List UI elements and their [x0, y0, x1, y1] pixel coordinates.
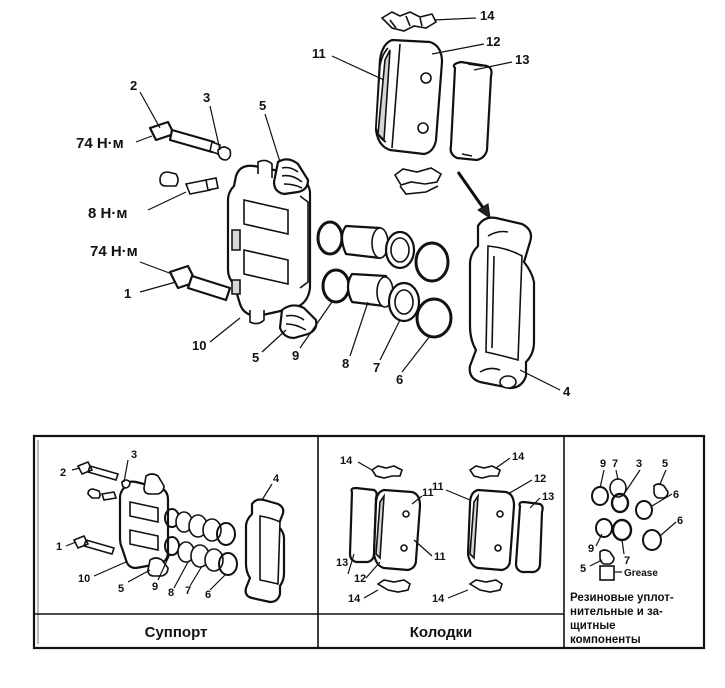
caliper-bracket-4	[468, 216, 536, 390]
boot-5-upper	[272, 158, 310, 196]
boot-5-lower	[278, 304, 318, 340]
legend-seals-callout-9-top: 9	[600, 458, 606, 470]
legend-caliper-callout-3: 3	[131, 449, 137, 461]
callout-4: 4	[563, 384, 571, 399]
callout-1: 1	[124, 286, 131, 301]
callout-5-upper: 5	[259, 98, 266, 113]
legend-caliper-callout-6: 6	[205, 589, 211, 601]
seals-note-line-2: нительные и за-	[570, 606, 663, 618]
bleeder-screw	[159, 171, 219, 195]
legend-caliper-callout-10: 10	[78, 573, 90, 585]
legend-caliper-callout-1: 1	[56, 541, 62, 553]
legend-pads-callout-11-mid: 11	[432, 481, 444, 493]
legend-caliper-callout-7: 7	[185, 585, 191, 597]
callout-11: 11	[312, 46, 326, 61]
caption-caliper: Суппорт	[145, 624, 208, 641]
legend-seals-callout-3: 3	[636, 458, 642, 470]
pad-clips-14	[380, 11, 438, 32]
piston-set-upper	[316, 220, 450, 283]
assembly-arrow	[456, 171, 491, 220]
callout-5-lower: 5	[252, 350, 259, 365]
callout-9: 9	[292, 348, 299, 363]
brake-pad-inner	[374, 38, 444, 156]
legend-table: 2 3 4 1 10 5 9 8 7 6	[32, 434, 706, 650]
legend-caliper-callout-4: 4	[273, 473, 280, 485]
callout-3: 3	[203, 90, 210, 105]
legend-caliper-callout-5: 5	[118, 583, 124, 595]
torque-label-guide-pin-upper: 74 Н·м	[76, 135, 124, 152]
torque-label-bleeder: 8 Н·м	[88, 205, 127, 222]
legend-pads-callout-13-left: 13	[336, 557, 348, 569]
legend-pads-callout-14-br: 14	[432, 593, 445, 605]
pad-clip-lower	[393, 167, 443, 195]
legend-pads-callout-13-right: 13	[542, 491, 554, 503]
legend-seals-callout-9-lower: 9	[588, 543, 594, 555]
legend-seals-callout-5-lower: 5	[580, 563, 586, 575]
legend-seals-callout-7-top: 7	[612, 458, 618, 470]
callout-7: 7	[373, 360, 380, 375]
main-leader-lines	[139, 17, 561, 391]
guide-pin-1	[168, 264, 232, 302]
legend-seals-callout-6-upper: 6	[673, 489, 679, 501]
legend-pads-callout-11-lower: 11	[434, 551, 446, 563]
legend-panel-seals: 9 7 3 5 6 6 9 7 5 Grease Резиновые уплот…	[570, 458, 683, 646]
callout-2: 2	[130, 78, 137, 93]
legend-seals-callout-6-lower: 6	[677, 515, 683, 527]
legend-pads-callout-14-tr: 14	[512, 451, 525, 463]
guide-pin-2	[148, 120, 221, 156]
main-callouts: 2 3 5 1 10 5 9 8 7 6 4 11 12 13 14	[124, 8, 571, 399]
callout-12: 12	[486, 34, 500, 49]
grease-label: Grease	[624, 568, 658, 579]
legend-panel-caliper: 2 3 4 1 10 5 9 8 7 6	[56, 449, 286, 604]
legend-seals-callout-5-top: 5	[662, 458, 668, 470]
main-exploded-view: 2 3 5 1 10 5 9 8 7 6 4 11 12 13 14 74 Н·…	[76, 8, 571, 399]
callout-13: 13	[515, 52, 529, 67]
callout-14: 14	[480, 8, 495, 23]
legend-pads-callout-12-left: 12	[354, 573, 366, 585]
legend-caliper-callout-9: 9	[152, 581, 158, 593]
pad-shim-13	[449, 60, 493, 162]
callout-8: 8	[342, 356, 349, 371]
legend-pads-callout-14-tl: 14	[340, 455, 353, 467]
callout-6: 6	[396, 372, 403, 387]
bushing-3	[217, 146, 232, 161]
legend-seals-callout-7-lower: 7	[624, 555, 630, 567]
seals-note-line-4: компоненты	[570, 634, 641, 646]
callout-10: 10	[192, 338, 206, 353]
legend-pads-callout-14-bl: 14	[348, 593, 361, 605]
caption-pads: Колодки	[410, 624, 473, 641]
legend-caliper-callout-8: 8	[168, 587, 174, 599]
seals-note-line-3: щитные	[570, 620, 616, 632]
torque-labels: 74 Н·м 8 Н·м 74 Н·м	[76, 135, 173, 275]
legend-pads-callout-12-right: 12	[534, 473, 546, 485]
piston-set-lower	[321, 268, 453, 339]
seals-note-line-1: Резиновые уплот-	[570, 592, 674, 604]
legend-pads-callout-11-left: 11	[422, 487, 434, 499]
caliper-body-10	[226, 159, 312, 325]
legend-caliper-callout-2: 2	[60, 467, 66, 479]
torque-label-guide-pin-lower: 74 Н·м	[90, 243, 138, 260]
legend-panel-pads: 14 14 11 11 12 13 13 12 11 14 14	[336, 451, 554, 605]
